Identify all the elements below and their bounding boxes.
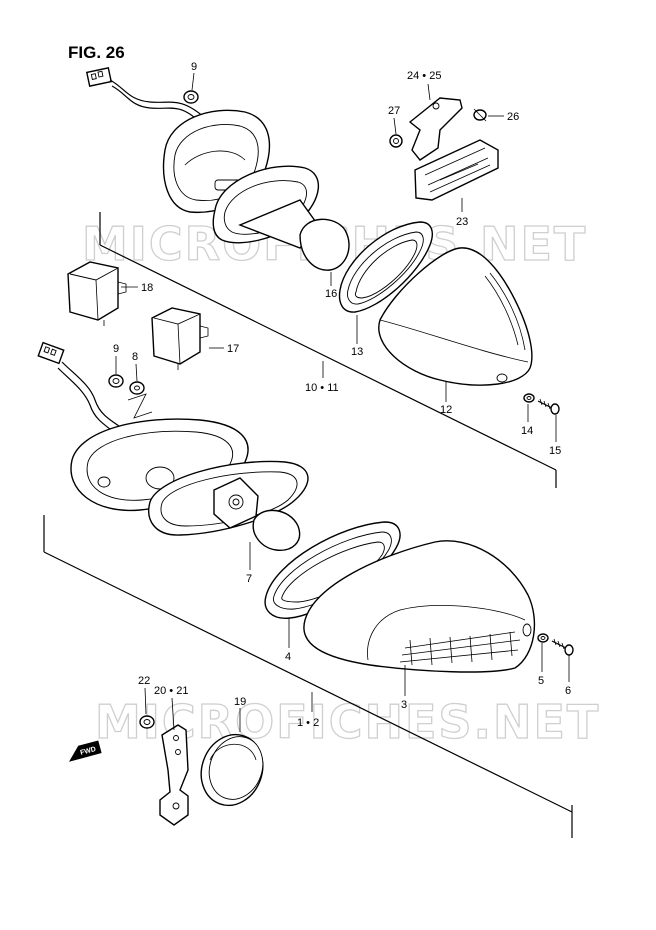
callout-12: 12 [440, 404, 452, 416]
callout-14: 14 [521, 425, 533, 437]
callout-7: 7 [246, 573, 252, 585]
lower-bulb-socket-7 [213, 477, 301, 551]
nut-9-upper [183, 90, 199, 104]
callout-9-top: 9 [191, 61, 197, 73]
relay-17 [151, 307, 209, 370]
nut-27 [389, 134, 403, 148]
relay-18 [67, 261, 127, 326]
callout-3: 3 [401, 699, 407, 711]
callout-24-25: 24 • 25 [407, 70, 441, 82]
lower-lens-3 [303, 540, 536, 673]
callout-22: 22 [138, 675, 150, 687]
lower-wire-harness [37, 341, 153, 439]
callout-15: 15 [549, 445, 561, 457]
upper-washer-14 [523, 393, 535, 403]
callout-13: 13 [351, 346, 363, 358]
callout-27: 27 [388, 105, 400, 117]
callout-5: 5 [538, 675, 544, 687]
lower-lens-gasket-4 [264, 521, 401, 619]
callout-18: 18 [141, 282, 153, 294]
callout-20-21: 20 • 21 [154, 685, 188, 697]
upper-lens-12 [378, 247, 533, 386]
callout-17: 17 [227, 343, 239, 355]
nut-9-lower [108, 374, 124, 388]
callout-26: 26 [507, 111, 519, 123]
screw-26 [473, 108, 487, 122]
lower-washer-5 [537, 633, 549, 643]
license-lamp-19 [200, 733, 264, 807]
figure-title: FIG. 26 [68, 43, 125, 62]
fwd-label: FWD [80, 746, 97, 757]
upper-screw-15 [537, 398, 560, 415]
washer-8 [129, 381, 145, 395]
callout-16: 16 [325, 288, 337, 300]
license-bracket-20-21 [159, 724, 189, 826]
lower-screw-6 [551, 638, 574, 656]
upper-wire-harness [85, 67, 206, 123]
callout-19: 19 [234, 696, 246, 708]
callout-9: 9 [113, 343, 119, 355]
side-reflector-23 [414, 139, 499, 201]
callout-8: 8 [132, 351, 138, 363]
callout-23: 23 [456, 216, 468, 228]
upper-bulb-socket-16 [238, 199, 350, 271]
reflector-bracket-24-25 [408, 97, 463, 161]
leader-lines [115, 72, 570, 732]
upper-lens-gasket-13 [338, 221, 433, 313]
callout-10-11: 10 • 11 [305, 382, 339, 394]
fwd-arrow-icon: FWD [69, 740, 102, 762]
lower-assembly-bracket [43, 515, 573, 838]
nut-22 [139, 715, 155, 729]
callout-1-2: 1 • 2 [297, 717, 319, 729]
upper-assembly-bracket [99, 212, 557, 488]
callout-4: 4 [285, 651, 291, 663]
callout-6: 6 [565, 685, 571, 697]
callout-labels: 9 24 • 25 27 26 23 18 16 13 17 9 8 10 • … [113, 61, 571, 729]
